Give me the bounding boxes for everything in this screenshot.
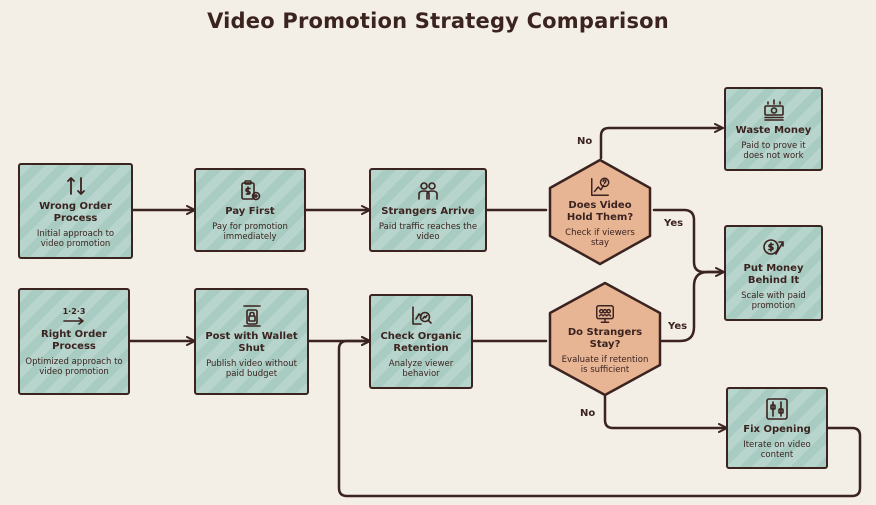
node-description: Paid to prove it does not work bbox=[741, 140, 806, 161]
node-description: Optimized approach to video promotion bbox=[25, 356, 123, 377]
edge-label-hold-no: No bbox=[577, 136, 593, 147]
page-title: Video Promotion Strategy Comparison bbox=[207, 9, 669, 33]
decision-does-video-hold-them[interactable]: Does Video Hold Them? Check if viewers s… bbox=[546, 158, 654, 270]
node-wrong-order-process[interactable]: Wrong Order Process Initial approach to … bbox=[18, 163, 133, 259]
edge-hold-to-putmoney bbox=[652, 208, 723, 272]
node-pay-first[interactable]: Pay First Pay for promotion immediately bbox=[194, 168, 306, 252]
decision-title: Does Video Hold Them? bbox=[566, 200, 634, 223]
node-description: Iterate on video content bbox=[743, 439, 811, 460]
node-description: Publish video without paid budget bbox=[206, 359, 297, 379]
edge-hold-to-waste bbox=[599, 128, 722, 160]
node-title: Put Money Behind It bbox=[743, 262, 804, 286]
ordered-steps-icon: 1·2·3 bbox=[62, 307, 86, 326]
node-description: Scale with paid promotion bbox=[741, 290, 806, 311]
edge-label-stay-no: No bbox=[580, 408, 596, 419]
node-description: Analyze viewer behavior bbox=[388, 359, 454, 379]
node-check-organic-retention[interactable]: Check Organic Retention Analyze viewer b… bbox=[369, 294, 473, 389]
node-title: Waste Money bbox=[735, 124, 812, 136]
money-growth-icon bbox=[762, 238, 784, 255]
node-fix-opening[interactable]: Fix Opening Iterate on video content bbox=[726, 387, 828, 469]
edge-fix-loop-to-organic bbox=[337, 341, 862, 498]
locked-wallet-icon bbox=[242, 305, 261, 327]
chart-search-icon bbox=[412, 306, 432, 325]
node-title: Wrong Order Process bbox=[39, 200, 112, 224]
decision-title: Do Strangers Stay? bbox=[567, 327, 643, 350]
node-post-with-wallet-shut[interactable]: Post with Wallet Shut Publish video with… bbox=[194, 288, 309, 395]
node-title: Post with Wallet Shut bbox=[205, 331, 298, 354]
people-group-icon bbox=[418, 181, 438, 200]
money-stack-icon bbox=[763, 98, 784, 121]
node-title: Check Organic Retention bbox=[380, 331, 462, 354]
decision-hexagon-shape bbox=[548, 281, 662, 397]
node-put-money-behind-it[interactable]: Put Money Behind It Scale with paid prom… bbox=[724, 225, 823, 321]
node-strangers-arrive[interactable]: Strangers Arrive Paid traffic reaches th… bbox=[369, 168, 487, 252]
paid-clipboard-icon bbox=[241, 179, 261, 200]
edge-stay-to-putmoney bbox=[660, 270, 725, 343]
node-title: Right Order Process bbox=[41, 328, 107, 352]
swap-arrows-icon bbox=[66, 176, 85, 195]
decision-hexagon-shape bbox=[548, 158, 652, 266]
decision-do-strangers-stay[interactable]: Do Strangers Stay? Evaluate if retention… bbox=[546, 281, 664, 403]
node-waste-money[interactable]: Waste Money Paid to prove it does not wo… bbox=[724, 87, 823, 171]
node-description: Initial approach to video promotion bbox=[36, 228, 115, 249]
editing-tools-icon bbox=[766, 397, 788, 420]
node-title: Strangers Arrive bbox=[381, 205, 475, 217]
node-right-order-process[interactable]: 1·2·3 Right Order Process Optimized appr… bbox=[18, 288, 130, 395]
audience-icon bbox=[596, 305, 614, 323]
node-description: Paid traffic reaches the video bbox=[378, 221, 478, 242]
node-description: Pay for promotion immediately bbox=[212, 221, 288, 242]
chart-question-icon bbox=[591, 177, 610, 196]
node-title: Fix Opening bbox=[743, 423, 811, 435]
node-title: Pay First bbox=[225, 205, 275, 217]
edge-label-hold-yes: Yes bbox=[664, 218, 684, 229]
decision-description: Evaluate if retention is sufficient bbox=[561, 355, 649, 375]
decision-description: Check if viewers stay bbox=[565, 228, 635, 248]
edge-stay-to-fix bbox=[603, 393, 726, 428]
edge-label-stay-yes: Yes bbox=[668, 321, 688, 332]
